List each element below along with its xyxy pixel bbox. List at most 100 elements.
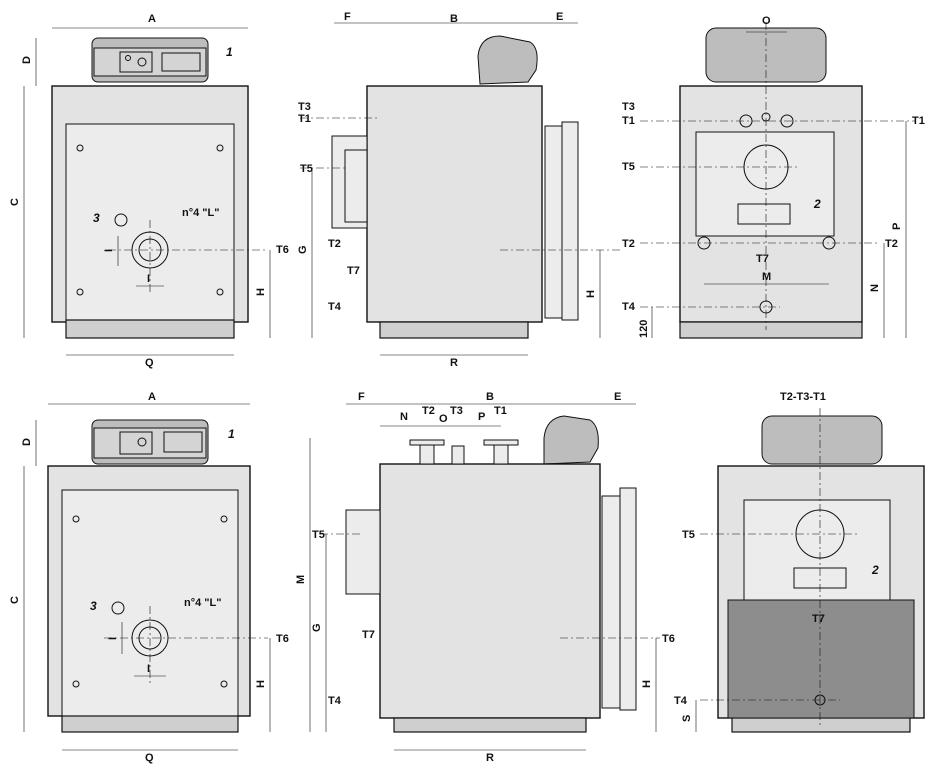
rear-panel xyxy=(619,487,637,711)
dim-label-I: I xyxy=(147,663,150,675)
dim-label-P: P xyxy=(478,411,485,423)
connection-T1: T1 xyxy=(494,405,507,417)
dim-label-H: H xyxy=(255,288,267,296)
flue-collar xyxy=(345,509,381,595)
rear-panel xyxy=(561,121,579,321)
dim-label-R: R xyxy=(486,752,494,764)
display-window xyxy=(161,52,201,72)
callout-n4L: n°4 "L" xyxy=(182,207,219,219)
burner-cover xyxy=(477,35,538,85)
dim-label-G: G xyxy=(297,245,309,254)
dim-label-D: D xyxy=(21,56,33,64)
dim-label-I: I xyxy=(147,273,150,285)
dim-label-I: I xyxy=(103,249,115,252)
dim-label-C: C xyxy=(9,198,21,206)
controls-block xyxy=(119,431,153,455)
side-view-bottom: F B E N T2 O T3 P T1 M G H R T5 T7 T4 T6 xyxy=(295,391,675,764)
screw-icon xyxy=(216,144,224,152)
connection-T5: T5 xyxy=(682,529,695,541)
pipe-T2 xyxy=(419,443,435,465)
base-plinth xyxy=(731,717,911,733)
connection-T2-T3-T1: T2-T3-T1 xyxy=(780,391,826,403)
base-plinth xyxy=(61,715,239,733)
dim-label-O: O xyxy=(439,413,448,425)
boiler-body xyxy=(379,463,601,719)
dim-label-I: I xyxy=(107,637,119,640)
connection-T4: T4 xyxy=(328,301,342,313)
base-plinth xyxy=(65,319,235,339)
rear-plate xyxy=(743,499,891,601)
dim-label-A: A xyxy=(148,391,156,403)
screw-icon xyxy=(72,515,80,523)
cleaning-hatch xyxy=(737,203,791,225)
screw-icon xyxy=(76,144,84,152)
connection-T7: T7 xyxy=(347,265,360,277)
dim-label-G: G xyxy=(311,623,323,632)
dim-label-120: 120 xyxy=(638,320,650,338)
dim-label-C: C xyxy=(9,596,21,604)
thermostat-dial-icon xyxy=(137,437,147,447)
dim-label-B: B xyxy=(486,391,494,403)
dim-label-N: N xyxy=(400,411,408,423)
dim-label-Q: Q xyxy=(145,752,154,764)
dim-label-M: M xyxy=(295,575,307,584)
dim-label-F: F xyxy=(358,391,365,403)
connection-T5: T5 xyxy=(312,529,325,541)
rear-plate xyxy=(695,131,835,237)
callout-2: 2 xyxy=(813,197,821,211)
dim-label-R: R xyxy=(450,357,458,369)
dim-label-B: B xyxy=(450,13,458,25)
rear-view-bottom: S T2-T3-T1 T5 T7 T4 2 xyxy=(674,391,925,733)
connection-T7: T7 xyxy=(362,629,375,641)
connection-T4: T4 xyxy=(622,301,636,313)
callout-3: 3 xyxy=(93,211,100,225)
dim-label-F: F xyxy=(344,11,351,23)
thermostat-dial-icon xyxy=(137,57,147,67)
dim-label-H: H xyxy=(255,680,267,688)
connection-T4: T4 xyxy=(674,695,688,707)
control-knob-icon xyxy=(125,55,131,61)
callout-n4L: n°4 "L" xyxy=(184,597,221,609)
base-plinth xyxy=(679,321,863,339)
control-panel xyxy=(93,427,207,459)
screw-icon xyxy=(220,680,228,688)
base-plinth xyxy=(393,717,587,733)
inspection-port xyxy=(111,601,125,615)
connection-T2: T2 xyxy=(622,238,635,250)
connection-T2: T2 xyxy=(422,405,435,417)
connection-T5: T5 xyxy=(300,163,313,175)
dim-label-S: S xyxy=(681,715,693,722)
display-window xyxy=(163,431,203,453)
connection-T3: T3 xyxy=(450,405,463,417)
connection-T7: T7 xyxy=(756,253,769,265)
screw-icon xyxy=(220,515,228,523)
dim-label-A: A xyxy=(148,13,156,25)
connection-T2: T2 xyxy=(885,238,898,250)
pipe-T3 xyxy=(451,445,465,465)
boiler-body xyxy=(366,85,543,323)
side-view-top: F B E R G H T3 T1 T5 T2 T7 T4 xyxy=(297,11,620,369)
controls-block xyxy=(119,51,153,73)
connection-T5: T5 xyxy=(622,161,635,173)
connection-T6: T6 xyxy=(662,633,675,645)
connection-T3: T3 xyxy=(622,101,635,113)
dim-label-O: O xyxy=(762,15,771,27)
connection-T2: T2 xyxy=(328,238,341,250)
connection-T3: T3 xyxy=(298,101,311,113)
connection-T4: T4 xyxy=(328,695,342,707)
dim-label-H: H xyxy=(641,680,653,688)
callout-1: 1 xyxy=(228,427,235,441)
connection-T6: T6 xyxy=(276,633,289,645)
dim-label-E: E xyxy=(614,391,621,403)
connection-T1: T1 xyxy=(622,115,635,127)
dim-label-M: M xyxy=(762,271,771,283)
screw-icon xyxy=(216,288,224,296)
connection-T1: T1 xyxy=(912,115,925,127)
connection-T6: T6 xyxy=(276,244,289,256)
dim-label-Q: Q xyxy=(145,357,154,369)
dim-label-D: D xyxy=(21,438,33,446)
dim-label-N: N xyxy=(869,284,881,292)
dim-label-H: H xyxy=(585,290,597,298)
connection-T1: T1 xyxy=(298,113,311,125)
